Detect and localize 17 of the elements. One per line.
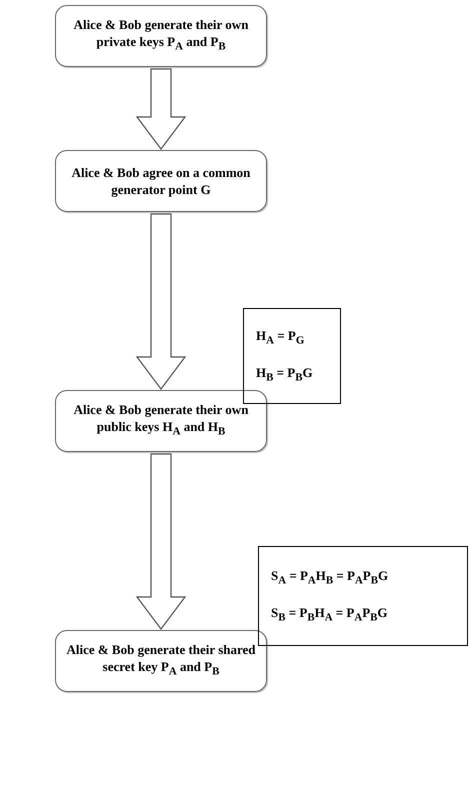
process-box (55, 630, 267, 692)
step-text: Alice & Bob generate their shared secret key P$_{A}$ and P$_{B}$ (66, 641, 256, 680)
equation: H$_{A}$ = P$_{G}$ (256, 328, 304, 347)
step-text: Alice & Bob generate their own public keys H$_{A}$ and H$_{B}$ (72, 401, 250, 440)
block-arrow (136, 213, 186, 390)
block-arrow (136, 68, 186, 150)
equation-box (258, 546, 468, 646)
process-box (55, 5, 267, 67)
process-box (55, 150, 267, 212)
step-text: Alice & Bob generate their own private keys P$_{A}$ and P$_{B}$ (72, 16, 250, 55)
process-box (55, 390, 267, 452)
step-text: Alice & Bob agree on a common generator point G (70, 164, 252, 198)
equation: S$_{A}$ = P$_{A}$H$_{B}$ = P$_{A}$P$_{B}$G (271, 568, 388, 587)
equation: S$_{B}$ = P$_{B}$H$_{A}$ = P$_{A}$P$_{B}$G (271, 605, 388, 624)
block-arrow (136, 453, 186, 630)
equation: H$_{B}$ = P$_{B}$G (256, 365, 313, 384)
equation-box (243, 308, 341, 404)
